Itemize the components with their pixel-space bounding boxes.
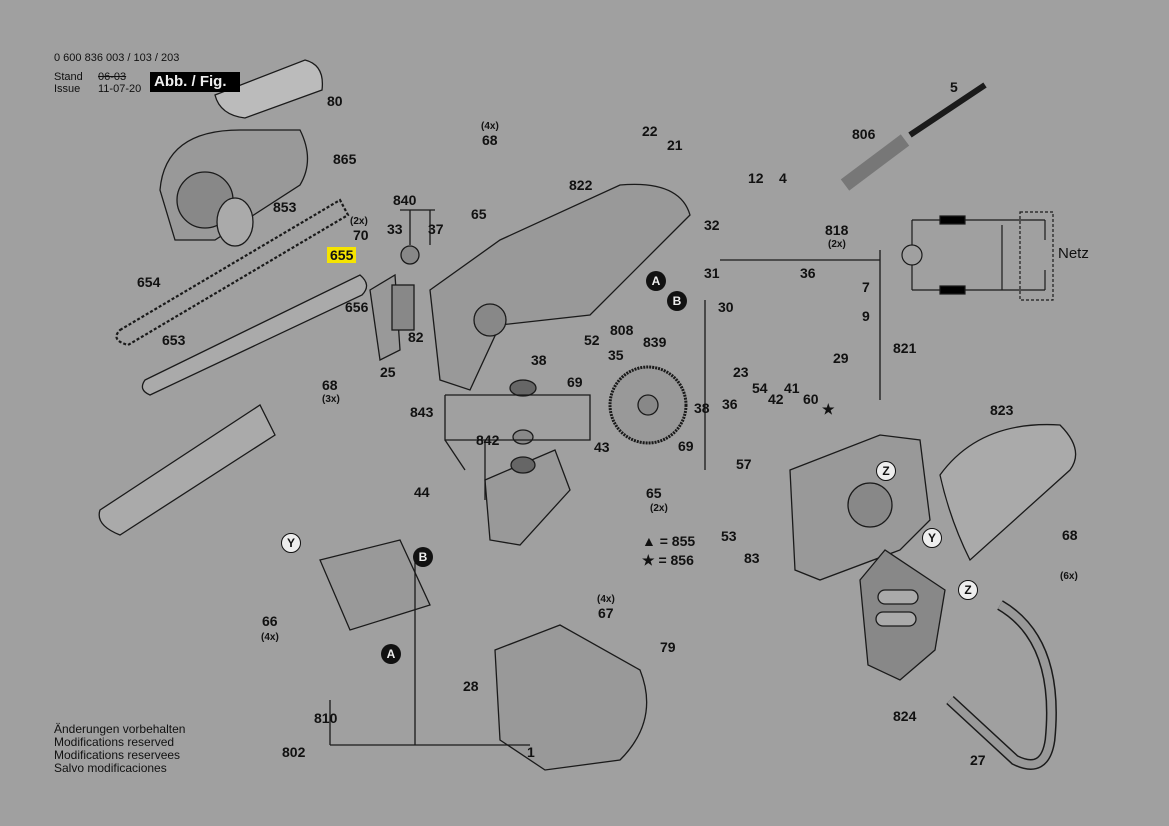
part-callout[interactable]: 12 [748, 170, 764, 186]
part-callout[interactable]: (4x) [481, 121, 499, 132]
part-callout[interactable]: (2x) [350, 216, 368, 227]
part-callout[interactable]: 808 [610, 322, 634, 338]
part-callout[interactable]: 44 [414, 484, 430, 500]
part-callout[interactable]: 7 [862, 279, 870, 295]
part-callout[interactable]: 21 [667, 137, 683, 153]
footer-notice: Änderungen vorbehalten Modifications res… [54, 723, 185, 775]
part-callout[interactable]: 822 [569, 177, 593, 193]
footer-line: Salvo modificaciones [54, 761, 167, 775]
part-callout[interactable]: 66 [262, 613, 278, 629]
part-callout[interactable]: 37 [428, 221, 444, 237]
part-callout[interactable]: 35 [608, 347, 624, 363]
part-callout[interactable]: 29 [833, 350, 849, 366]
part-number: 0 600 836 003 / 103 / 203 [54, 52, 180, 64]
part-callout[interactable]: 42 [768, 391, 784, 407]
highlighted-part-callout[interactable]: 655 [327, 247, 357, 263]
part-callout[interactable]: (2x) [650, 503, 668, 514]
part-callout[interactable]: 41 [784, 380, 800, 396]
part-callout[interactable]: 840 [393, 192, 417, 208]
part-callout[interactable]: (2x) [828, 239, 846, 250]
part-callout[interactable]: 818 [825, 222, 849, 238]
connection-marker: Z [876, 461, 896, 481]
footer-line: Änderungen vorbehalten [54, 722, 186, 736]
part-callout[interactable]: 823 [990, 402, 1014, 418]
mains-label: Netz [1058, 245, 1089, 262]
part-callout[interactable]: 654 [137, 274, 161, 290]
part-callout[interactable]: 842 [476, 432, 500, 448]
part-callout[interactable]: 28 [463, 678, 479, 694]
part-callout[interactable]: 839 [643, 334, 667, 350]
part-callout[interactable]: 70 [353, 227, 369, 243]
part-callout[interactable]: 69 [678, 438, 694, 454]
connection-marker: Y [281, 533, 301, 553]
part-callout[interactable]: 865 [333, 151, 357, 167]
part-callout[interactable]: 68 [322, 377, 338, 393]
part-callout[interactable]: 68 [1062, 527, 1078, 543]
connection-marker: B [413, 547, 433, 567]
part-callout[interactable]: (3x) [322, 394, 340, 405]
connection-marker: A [381, 644, 401, 664]
part-callout[interactable]: 60 [803, 391, 819, 407]
part-callout[interactable]: 853 [273, 199, 297, 215]
footer-line: Modifications reserved [54, 735, 175, 749]
part-callout[interactable]: 5 [950, 79, 958, 95]
issue-label: Issue [54, 83, 81, 95]
part-callout[interactable]: 33 [387, 221, 403, 237]
part-callout[interactable]: 30 [718, 299, 734, 315]
issue-date: 11-07-20 [98, 83, 142, 95]
part-callout[interactable]: 80 [327, 93, 343, 109]
footer-line: Modifications reservees [54, 748, 181, 762]
part-callout[interactable]: 52 [584, 332, 600, 348]
part-callout[interactable]: 69 [567, 374, 583, 390]
legend-855: ▲ = 855 [642, 533, 696, 549]
part-callout[interactable]: (4x) [261, 632, 279, 643]
part-callout[interactable]: 36 [722, 396, 738, 412]
connection-marker: Y [922, 528, 942, 548]
part-callout[interactable]: 38 [694, 400, 710, 416]
stand-label: Stand [54, 71, 83, 83]
part-callout[interactable]: 653 [162, 332, 186, 348]
part-callout[interactable]: 22 [642, 123, 658, 139]
part-callout[interactable]: 67 [598, 605, 614, 621]
part-callout[interactable]: (4x) [597, 594, 615, 605]
part-callout[interactable]: 57 [736, 456, 752, 472]
part-callout[interactable]: 656 [345, 299, 369, 315]
part-callout[interactable]: (6x) [1060, 571, 1078, 582]
legend-856: ★ = 856 [642, 552, 694, 568]
part-callout[interactable]: 9 [862, 308, 870, 324]
part-callout[interactable]: 32 [704, 217, 720, 233]
part-callout[interactable]: 53 [721, 528, 737, 544]
connection-marker: A [646, 271, 666, 291]
part-callout[interactable]: 824 [893, 708, 917, 724]
part-callout[interactable]: 4 [779, 170, 787, 186]
part-callout[interactable]: 36 [800, 265, 816, 281]
part-callout[interactable]: ★ [822, 401, 835, 417]
part-callout[interactable]: 810 [314, 710, 338, 726]
part-callout[interactable]: 23 [733, 364, 749, 380]
part-callout[interactable]: 38 [531, 352, 547, 368]
part-callout[interactable]: 54 [752, 380, 768, 396]
part-callout[interactable]: 843 [410, 404, 434, 420]
figure-label: Abb. / Fig. 1 [150, 72, 240, 92]
part-callout[interactable]: 27 [970, 752, 986, 768]
part-callout[interactable]: 806 [852, 126, 876, 142]
part-callout[interactable]: 43 [594, 439, 610, 455]
part-callout[interactable]: 31 [704, 265, 720, 281]
connection-marker: Z [958, 580, 978, 600]
part-callout[interactable]: 65 [471, 206, 487, 222]
part-callout[interactable]: 83 [744, 550, 760, 566]
stand-date: 06-03 [98, 71, 127, 83]
part-callout[interactable]: 79 [660, 639, 676, 655]
part-callout[interactable]: 1 [527, 744, 535, 760]
part-callout[interactable]: 68 [482, 132, 498, 148]
part-callout[interactable]: 82 [408, 329, 424, 345]
connection-marker: B [667, 291, 687, 311]
part-callout[interactable]: 821 [893, 340, 917, 356]
part-callout[interactable]: 802 [282, 744, 306, 760]
part-callout[interactable]: 25 [380, 364, 396, 380]
part-callout[interactable]: 65 [646, 485, 662, 501]
